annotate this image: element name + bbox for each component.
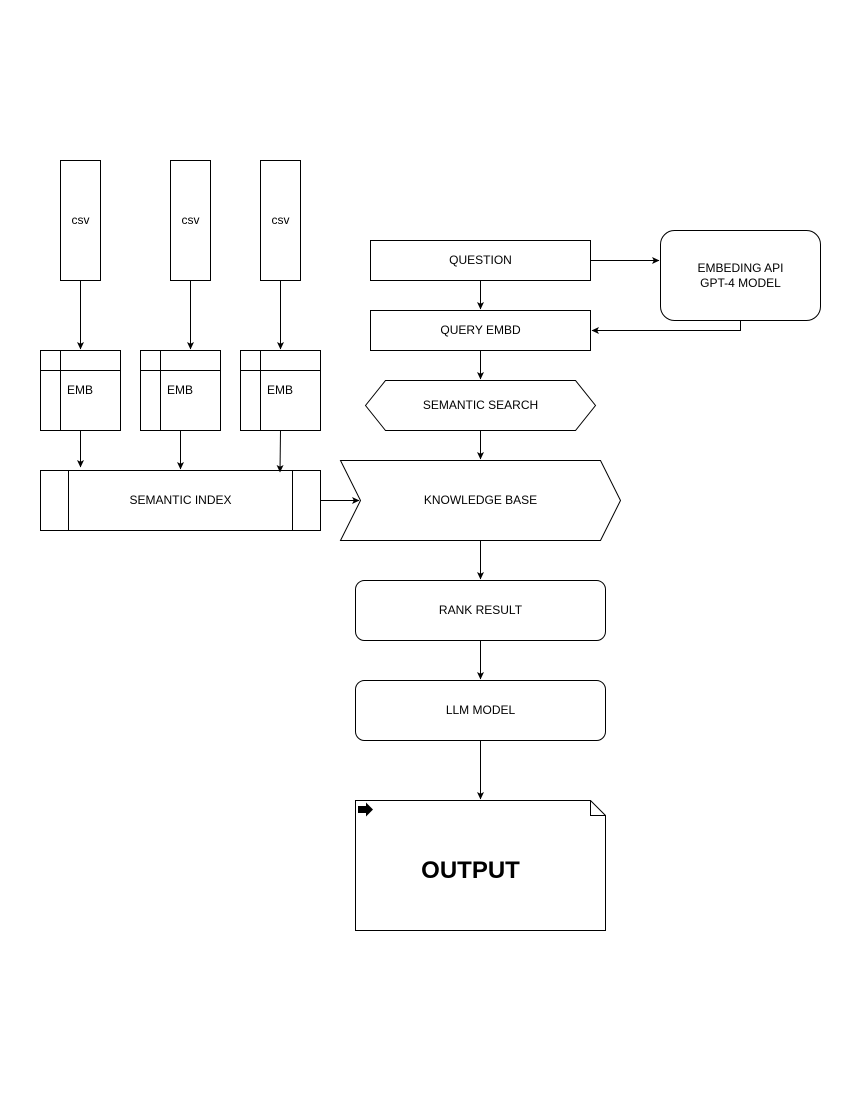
question-node: QUESTION [370, 240, 591, 281]
csv-label-1: csv [72, 213, 90, 227]
llm-model-label: LLM MODEL [446, 703, 516, 717]
emb-node-2: EMB [140, 350, 221, 431]
embedding-api-label-line2: GPT-4 MODEL [700, 276, 781, 290]
semantic-index-node: SEMANTIC INDEX [40, 470, 321, 531]
csv-node-2: csv [170, 160, 211, 281]
embedding-api-label-line1: EMBEDING API [697, 261, 783, 275]
emb-label-2: EMB [167, 383, 193, 397]
knowledge-base-node: KNOWLEDGE BASE [339, 460, 622, 541]
query-embd-node: QUERY EMBD [370, 310, 591, 351]
csv-node-1: csv [60, 160, 101, 281]
emb-label-1: EMB [67, 383, 93, 397]
query-embd-label: QUERY EMBD [440, 323, 521, 337]
rank-result-node: RANK RESULT [355, 580, 606, 641]
connectors [77, 257, 741, 800]
semantic-search-node: SEMANTIC SEARCH [364, 380, 597, 431]
edge-emb3-index [276, 430, 284, 473]
llm-model-node: LLM MODEL [355, 680, 606, 741]
csv-label-3: csv [272, 213, 290, 227]
semantic-search-label: SEMANTIC SEARCH [423, 398, 538, 412]
output-node: OUTPUT [355, 800, 606, 931]
emb-node-3: EMB [240, 350, 321, 431]
embedding-api-node: EMBEDING API GPT-4 MODEL [660, 230, 821, 321]
csv-node-3: csv [260, 160, 301, 281]
output-label: OUTPUT [421, 857, 520, 884]
rank-result-label: RANK RESULT [439, 603, 523, 617]
knowledge-base-label: KNOWLEDGE BASE [424, 493, 537, 507]
csv-label-2: csv [182, 213, 200, 227]
semantic-index-label: SEMANTIC INDEX [129, 493, 231, 507]
question-label: QUESTION [449, 253, 512, 267]
arrow-right-icon [358, 802, 373, 817]
emb-label-3: EMB [267, 383, 293, 397]
emb-node-1: EMB [40, 350, 121, 431]
edge-api-query [591, 320, 741, 334]
